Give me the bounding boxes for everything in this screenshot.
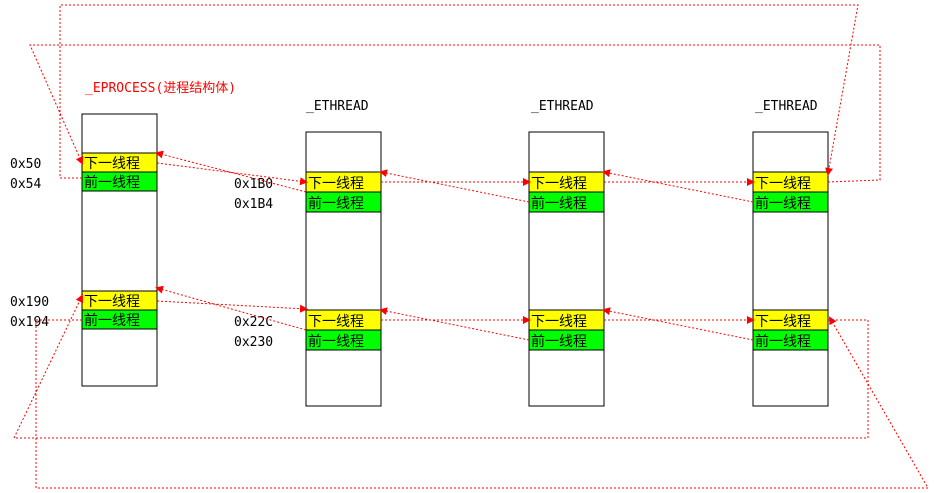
link2-prev-eprocess-wrap-to-t3: [35, 316, 929, 489]
ethread1-list2-prev-field: [305, 329, 382, 351]
link2-next-eprocess-to-t1: [156, 300, 308, 313]
offset-0x54: 0x54: [10, 177, 41, 192]
ethread3-list2-prev-label: 前一线程: [755, 333, 811, 350]
link2-next-t3-wrap-to-eprocess: [13, 294, 869, 439]
link2-prev-t3-to-t2: [602, 307, 754, 341]
ethread1-list2-next-label: 下一线程: [308, 314, 364, 330]
link1-prev-t1-to-eprocess: [155, 150, 307, 193]
eprocess-list1-prev-label: 前一线程: [84, 174, 140, 191]
offset-0x50: 0x50: [10, 157, 41, 172]
ethread-title-1: _ETHREAD: [306, 99, 369, 114]
eprocess-list1-next-label: 下一线程: [84, 156, 140, 172]
offset-0x1b4: 0x1B4: [234, 197, 273, 212]
thread-list-2-links: [13, 285, 929, 489]
ethread-title-3: _ETHREAD: [755, 99, 818, 114]
ethread1-list2-prev-label: 前一线程: [308, 333, 364, 350]
link1-next-t3-wrap-to-eprocess: [29, 44, 881, 183]
thread-list-1-links: [29, 4, 881, 203]
ethread1-list1-next-label: 下一线程: [308, 176, 364, 192]
link1-next-eprocess-to-t1: [156, 162, 308, 186]
ethread-title-2: _ETHREAD: [531, 99, 594, 114]
offset-0x194: 0x194: [10, 315, 49, 330]
link2-prev-t1-to-eprocess: [155, 285, 307, 331]
offset-0x1b0: 0x1B0: [234, 177, 273, 192]
eprocess-list2-next-label: 下一线程: [84, 294, 140, 310]
ethread2-list2-next-label: 下一线程: [531, 314, 587, 330]
offset-0x22c: 0x22C: [234, 315, 273, 330]
link1-prev-t3-to-t2: [602, 169, 754, 203]
link2-prev-t2-to-t1: [379, 307, 530, 341]
ethread2-list1-prev-label: 前一线程: [531, 195, 587, 212]
ethread1-list1-prev-label: 前一线程: [308, 195, 364, 212]
eprocess-title: _EPROCESS(进程结构体): [85, 81, 236, 96]
ethread2-list1-next-label: 下一线程: [531, 176, 587, 192]
eprocess-list1-prev-field: [81, 171, 158, 192]
ethread1-list1-prev-field: [305, 191, 382, 213]
eprocess-list2-prev-label: 前一线程: [84, 312, 140, 329]
ethread3-list1-next-label: 下一线程: [755, 176, 811, 192]
link1-prev-t2-to-t1: [379, 169, 530, 203]
ethread3-list1-prev-label: 前一线程: [755, 195, 811, 212]
ethread2-list2-prev-label: 前一线程: [531, 333, 587, 350]
ethread3-list2-next-label: 下一线程: [755, 314, 811, 330]
offset-0x230: 0x230: [234, 335, 273, 350]
offset-0x190: 0x190: [10, 295, 49, 310]
